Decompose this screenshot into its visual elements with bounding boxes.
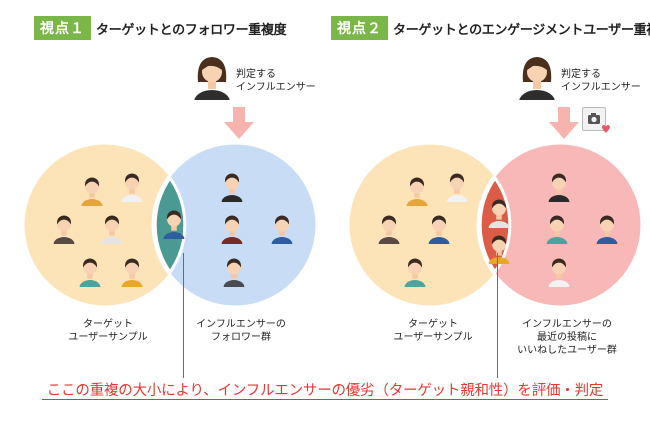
person-avatar-icon [485,196,513,228]
follower-group-label: インフルエンサーの フォロワー群 [196,319,286,343]
viewpoint-2-tag: 視点２ [331,16,388,40]
conclusion-underline [42,399,608,400]
viewpoint-1-heading: 視点１ ターゲットとのフォロワー重複度 [34,16,287,40]
engaged-group-label: インフルエンサーの 最近の投稿に いいねしたユーザー群 [517,319,617,356]
person-avatar-icon [118,170,146,202]
person-avatar-icon [98,212,126,244]
person-avatar-icon [403,174,431,206]
influencer-label: 判定する インフルエンサー [236,69,316,93]
influencer-avatar-icon [515,52,559,100]
person-avatar-icon [425,212,453,244]
person-avatar-icon [545,170,573,202]
heart-icon: ♥ [601,123,611,136]
target-sample-label: ターゲット ユーザーサンプル [393,319,473,343]
person-avatar-icon [160,207,188,239]
influencer-label: 判定する インフルエンサー [561,69,641,93]
viewpoint-1-tag: 視点１ [34,16,91,40]
person-avatar-icon [443,170,471,202]
person-avatar-icon [218,212,246,244]
down-arrow-icon [549,107,579,139]
person-avatar-icon [401,255,429,287]
person-avatar-icon [218,170,246,202]
person-avatar-icon [118,255,146,287]
viewpoint-2-panel: 視点２ ターゲットとのエンゲージメントユーザー重複度 判定する インフルエンサー… [325,0,650,380]
person-avatar-icon [593,212,621,244]
person-avatar-icon [50,212,78,244]
person-avatar-icon [220,255,248,287]
down-arrow-icon [224,107,254,139]
target-sample-label: ターゲット ユーザーサンプル [68,319,148,343]
person-avatar-icon [485,232,513,264]
person-avatar-icon [545,255,573,287]
viewpoint-1-title: ターゲットとのフォロワー重複度 [96,22,287,38]
viewpoint-1-panel: 視点１ ターゲットとのフォロワー重複度 判定する インフルエンサー ターゲット … [0,0,325,380]
person-avatar-icon [543,212,571,244]
person-avatar-icon [268,212,296,244]
influencer-avatar-icon [190,52,234,100]
viewpoint-2-title: ターゲットとのエンゲージメントユーザー重複度 [393,22,650,38]
person-avatar-icon [76,255,104,287]
overlap-pointer-line [497,253,498,378]
viewpoint-2-heading: 視点２ ターゲットとのエンゲージメントユーザー重複度 [331,16,650,40]
camera-photo-icon [582,107,606,131]
overlap-pointer-line [183,253,184,378]
person-avatar-icon [78,174,106,206]
person-avatar-icon [375,212,403,244]
conclusion-text: ここの重複の大小により、インフルエンサーの優劣（ターゲット親和性）を評価・判定 [46,383,604,399]
